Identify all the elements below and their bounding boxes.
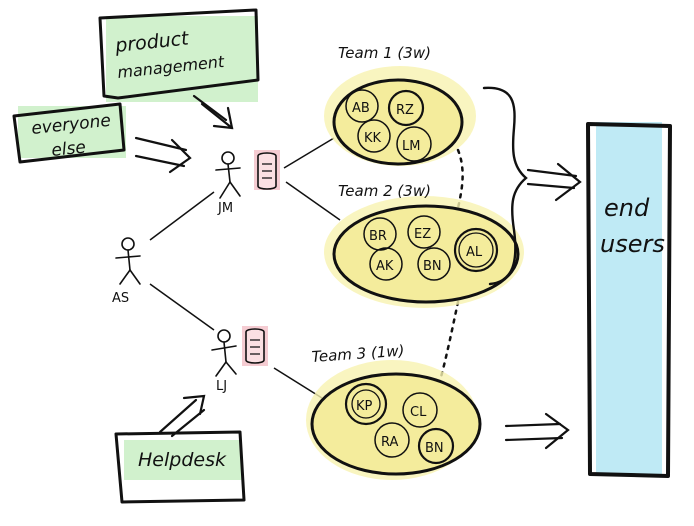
product-management-box: product management [98, 8, 260, 102]
jm-head-icon [221, 151, 235, 165]
everyone-else-box: everyone else [12, 102, 126, 164]
team-1-member: KK [364, 131, 382, 146]
helpdesk-label: Helpdesk [138, 449, 227, 471]
connection-lines [149, 137, 341, 399]
curly-brace [482, 86, 528, 286]
arrow-team-3-to-end-users [504, 412, 570, 450]
team-1: Team 1 (3w) AB RZ KK LM [324, 44, 476, 166]
person-jm [215, 151, 241, 199]
arrow-helpdesk-to-lj [158, 394, 206, 438]
person-lj [211, 329, 237, 377]
team-1-label: Team 1 (3w) [338, 44, 431, 62]
team-3-member: RA [381, 435, 399, 450]
team-2: Team 2 (3w) BR EZ AL AK BN [324, 182, 524, 308]
jm-backlog-document-icon [254, 150, 280, 190]
arrow-teams-1-2-to-end-users [526, 162, 582, 202]
team-2-member: AL [466, 245, 483, 260]
team-3-member: BN [425, 441, 444, 456]
team-2-member: BN [423, 259, 442, 274]
helpdesk-box: Helpdesk [114, 430, 246, 504]
team-3: Team 3 (1w) KP CL RA BN [306, 342, 482, 480]
team-3-member: KP [356, 399, 373, 414]
as-head-icon [121, 237, 135, 251]
lj-label: LJ [216, 379, 227, 394]
team-1-member: RZ [396, 103, 414, 118]
team-3-member: CL [410, 405, 427, 420]
team-2-member: BR [369, 229, 387, 244]
end-users-label-line1: end [604, 194, 650, 222]
lj-head-icon [217, 329, 231, 343]
end-users-box: end users [586, 122, 672, 478]
end-users-label-line2: users [600, 230, 665, 258]
team-2-member: AK [376, 259, 394, 274]
team-1-member: AB [352, 101, 370, 116]
team-2-member: EZ [414, 227, 431, 242]
lj-backlog-document-icon [242, 326, 268, 366]
everyone-else-label-line2: else [50, 137, 86, 160]
team-2-label: Team 2 (3w) [338, 182, 431, 200]
as-label: AS [112, 291, 129, 306]
jm-label: JM [217, 201, 233, 216]
team-1-member: LM [402, 139, 420, 154]
arrow-everyone-else-to-jm [134, 136, 192, 174]
person-as [115, 237, 141, 285]
arrow-product-management-to-jm [192, 94, 234, 130]
